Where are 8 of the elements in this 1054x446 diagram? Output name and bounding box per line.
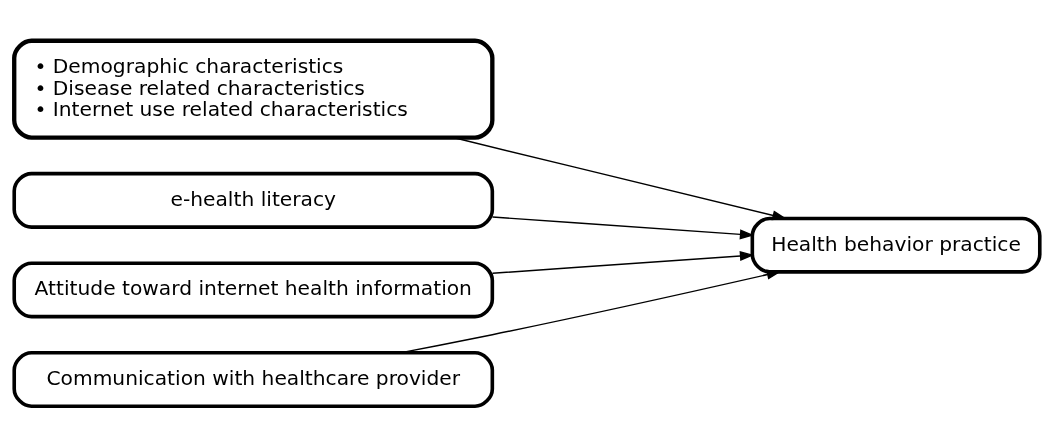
node-box: Attitude toward internet health information bbox=[12, 260, 495, 318]
arrow bbox=[491, 215, 755, 239]
node-box: e-health literacy bbox=[12, 171, 495, 229]
arrow bbox=[400, 269, 782, 353]
arrow bbox=[452, 136, 787, 220]
node-box: Communication with healthcare provider bbox=[12, 350, 495, 408]
node-box: Health behavior practice bbox=[750, 216, 1042, 274]
node-box: • Demographic characteristics • Disease related characteristics • Internet use related characteristics bbox=[12, 38, 495, 140]
